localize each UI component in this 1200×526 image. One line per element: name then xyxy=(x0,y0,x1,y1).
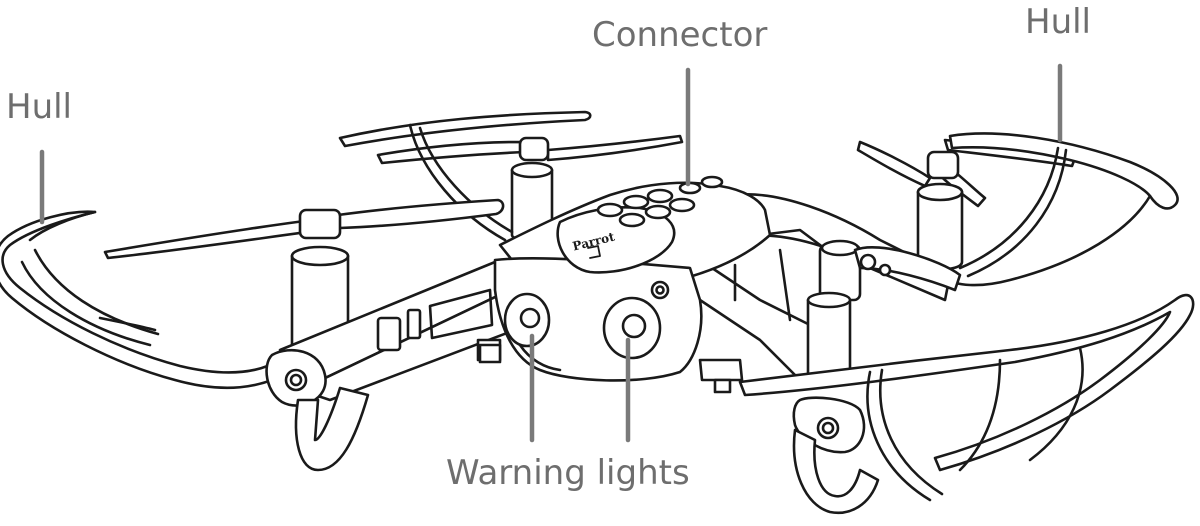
hull-right-label: Hull xyxy=(1025,2,1091,42)
callout-warning-lights: Warning lights xyxy=(446,333,690,493)
callout-hull-right: Hull xyxy=(1025,2,1091,143)
hull-left-label: Hull xyxy=(6,87,72,127)
connector-label: Connector xyxy=(592,15,767,55)
front-right-hull-guard xyxy=(738,293,1195,515)
left-arm xyxy=(265,260,517,472)
warning-lights-label: Warning lights xyxy=(446,453,690,493)
right-hull-guard xyxy=(943,132,1179,287)
callout-connector: Connector xyxy=(592,15,767,187)
right-frame xyxy=(698,193,962,394)
callout-hull-left: Hull xyxy=(6,87,72,225)
central-body: Parrot xyxy=(478,175,772,382)
warning-light-housings xyxy=(503,280,670,360)
connector-studs xyxy=(596,175,724,228)
